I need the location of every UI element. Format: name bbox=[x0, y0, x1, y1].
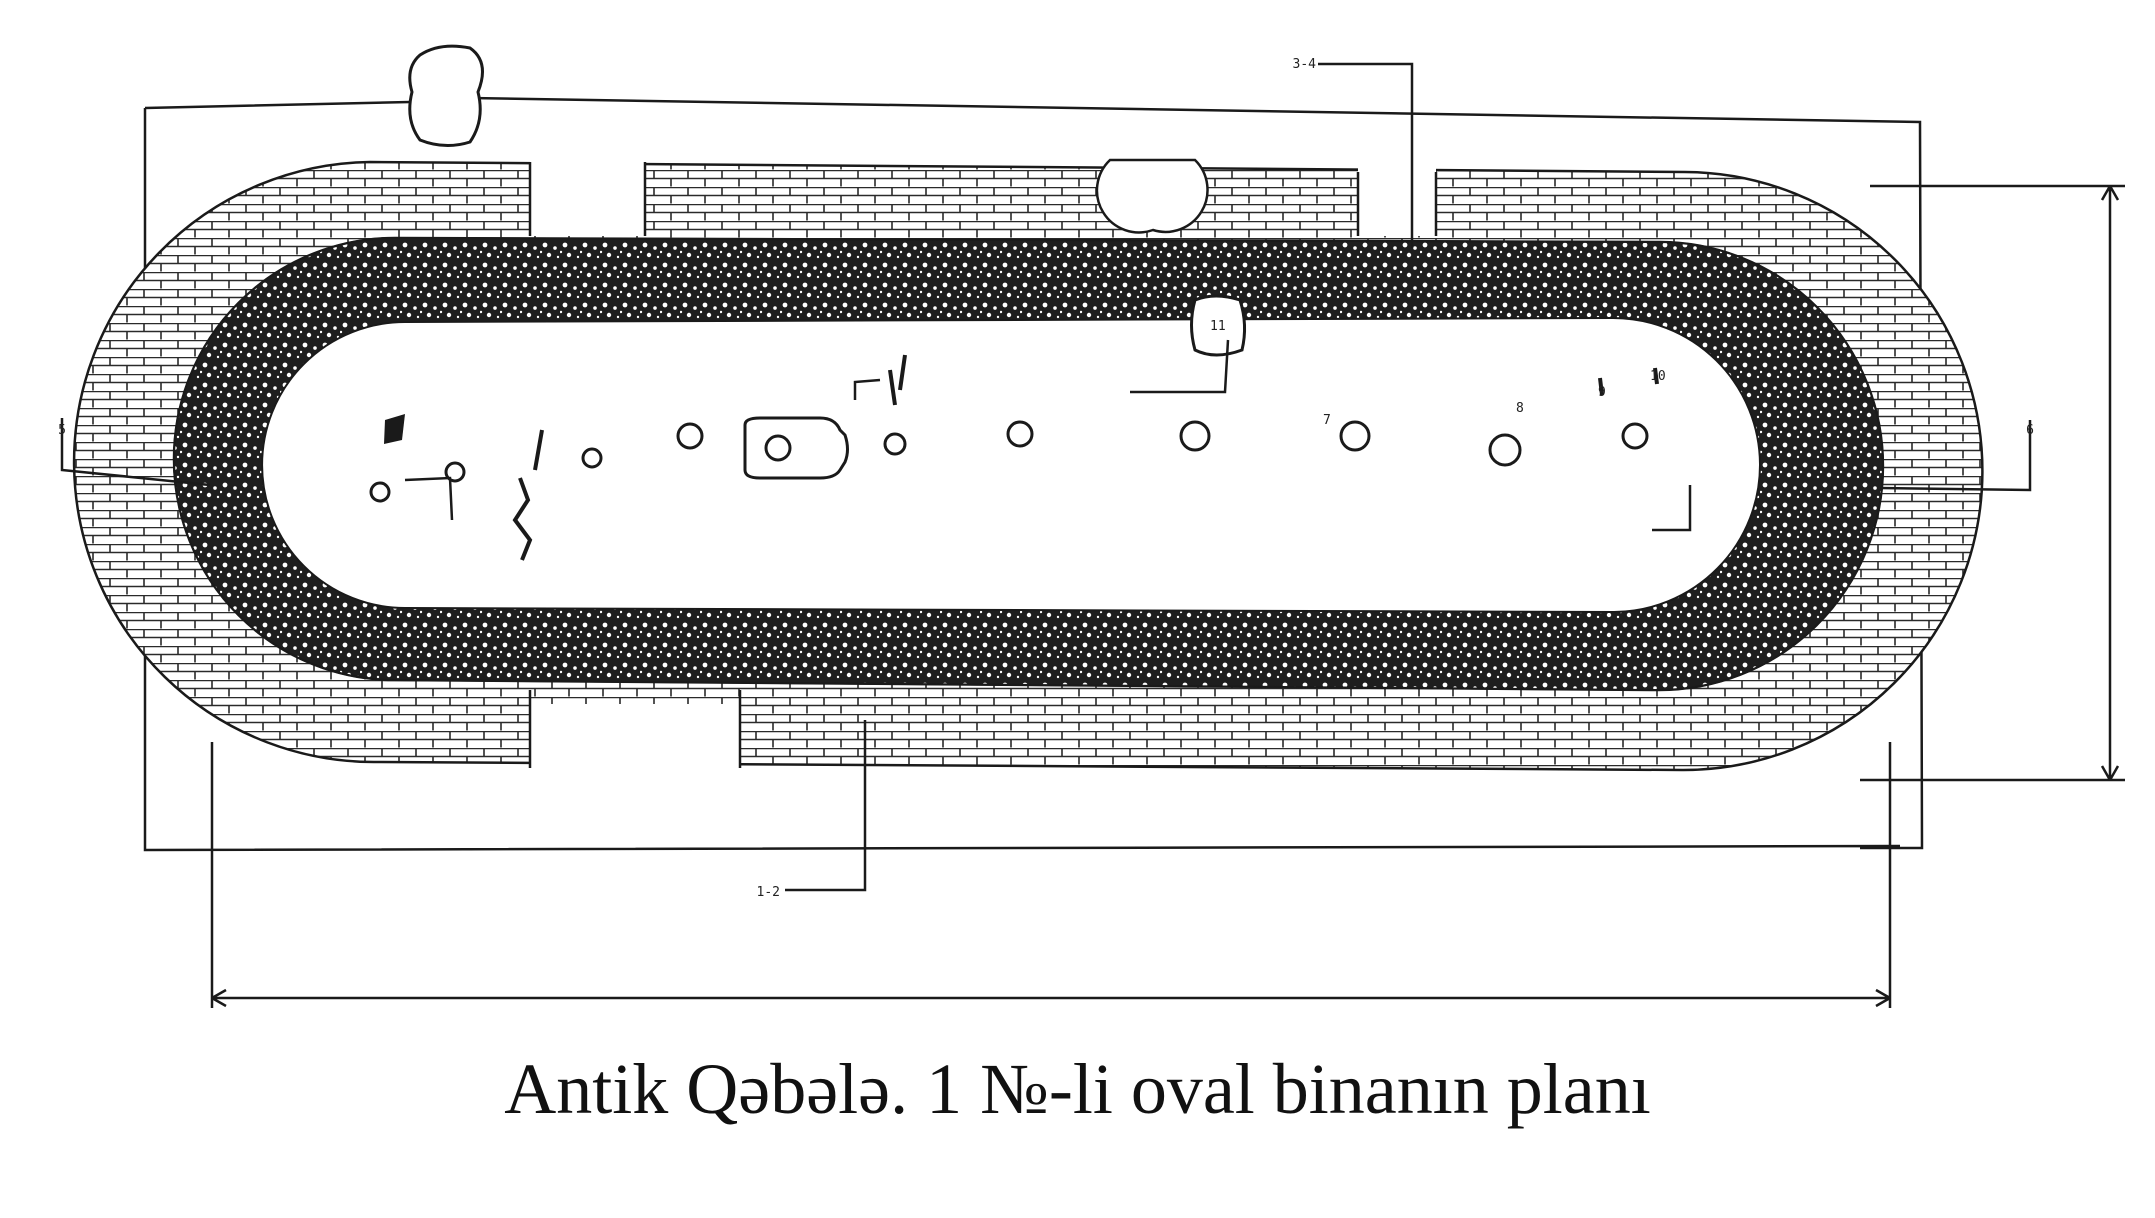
oval-building-plan: 3-4 1-2 5 6 7 8 9 10 11 bbox=[58, 44, 2125, 1008]
hearth-stone bbox=[764, 434, 792, 462]
leader-bottom-section bbox=[785, 720, 867, 892]
leader-top-section bbox=[1318, 62, 1414, 248]
gap-top-left bbox=[530, 150, 645, 236]
marker-post-10: 10 bbox=[1650, 369, 1666, 384]
gap-bottom bbox=[530, 704, 740, 770]
figure-caption: Antik Qəbələ. 1 №-li oval binanın planı bbox=[504, 1049, 1651, 1129]
find-left bbox=[384, 414, 405, 444]
leader-scatter bbox=[853, 378, 881, 400]
post-hole bbox=[581, 447, 603, 469]
post-hole bbox=[1621, 422, 1649, 450]
post-hole bbox=[1488, 433, 1522, 467]
dimension-height bbox=[1860, 184, 2125, 782]
scatter-finds bbox=[512, 354, 1659, 561]
stone-top bbox=[408, 44, 484, 147]
dimension-width bbox=[210, 742, 1892, 1008]
stone-inner bbox=[1190, 294, 1247, 357]
hearth bbox=[743, 416, 849, 480]
marker-bottom-section: 1-2 bbox=[757, 885, 780, 900]
marker-right-section: 6 bbox=[2026, 423, 2034, 438]
marker-left-section: 5 bbox=[58, 423, 66, 438]
wall-edge-top-left bbox=[528, 162, 1438, 236]
marker-top-section: 3-4 bbox=[1293, 57, 1317, 72]
post-hole bbox=[1006, 420, 1034, 448]
post-hole bbox=[883, 432, 907, 456]
marker-post-7: 7 bbox=[1323, 413, 1331, 428]
leader-left-section bbox=[60, 418, 454, 521]
marker-post-8: 8 bbox=[1516, 401, 1524, 416]
post-hole bbox=[444, 461, 466, 483]
post-hole bbox=[369, 481, 391, 503]
post-hole bbox=[1179, 420, 1211, 452]
marker-post-9: 9 bbox=[1598, 385, 1606, 400]
leader-inner-stone bbox=[1130, 339, 1230, 394]
leader-right-section bbox=[1652, 420, 2032, 532]
post-hole bbox=[1339, 420, 1371, 452]
marker-post-11: 11 bbox=[1210, 319, 1226, 334]
post-holes bbox=[369, 420, 1649, 503]
wall-edge-bottom bbox=[528, 690, 742, 768]
inner-rubble-wall bbox=[173, 236, 1884, 692]
gap-top-right bbox=[1358, 150, 1436, 236]
wall-notch bbox=[1095, 158, 1209, 234]
post-hole bbox=[676, 422, 704, 450]
